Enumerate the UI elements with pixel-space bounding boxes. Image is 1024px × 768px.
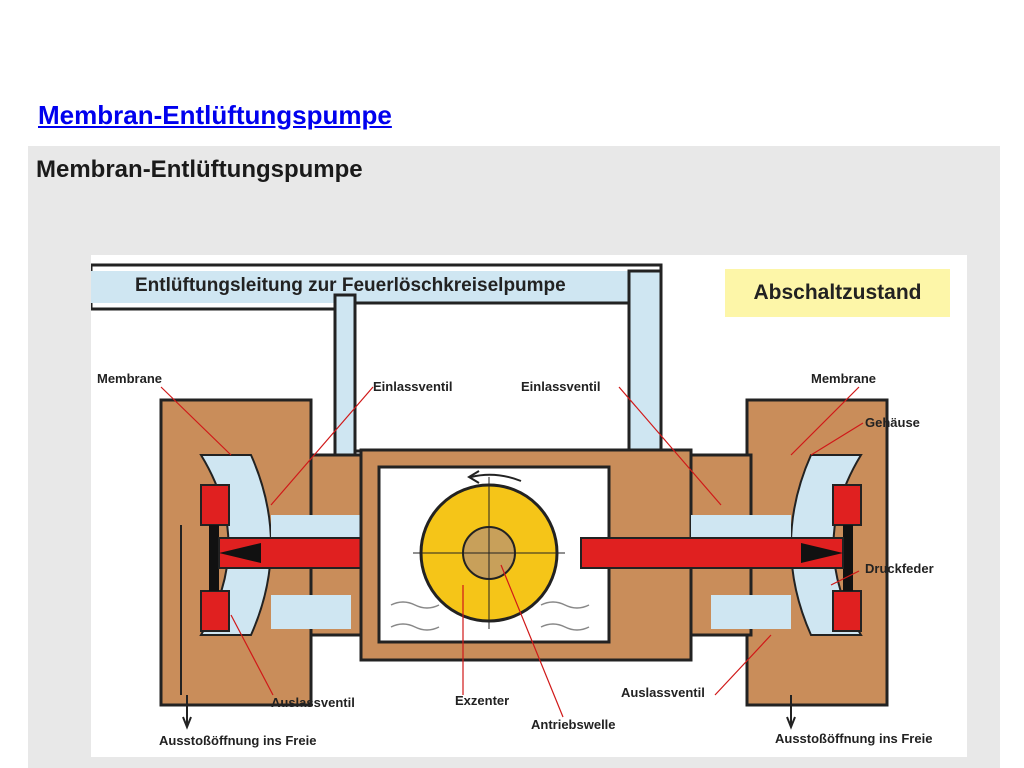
membrane-left-label: Membrane: [97, 371, 163, 386]
pump-diagram-svg: [91, 263, 889, 730]
eccentric-label: Exzenter: [455, 693, 510, 708]
inlet-valve-left-label: Einlassventil: [373, 379, 453, 394]
center-housing: [359, 448, 693, 662]
membrane-right-label: Membrane: [811, 371, 877, 386]
drive-shaft-label: Antriebswelle: [531, 717, 616, 732]
spring-label: Druckfeder: [865, 561, 934, 576]
inlet-valve-right-label: Einlassventil: [521, 379, 601, 394]
outlet-valve-left-label: Auslassventil: [271, 695, 355, 710]
exhaust-right-label: Ausstoßöffnung ins Freie: [775, 731, 933, 746]
vent-line-label: Entlüftungsleitung zur Feuerlöschkreisel…: [135, 275, 566, 296]
pump-diagram: Entlüftungsleitung zur Feuerlöschkreisel…: [91, 255, 967, 757]
exhaust-left-label: Ausstoßöffnung ins Freie: [159, 733, 317, 748]
panel-title: Membran-Entlüftungspumpe: [36, 156, 363, 183]
leader-lines: [160, 386, 864, 718]
housing-label: Gehäuse: [865, 415, 920, 430]
slide-panel: Membran-Entlüftungspumpe: [28, 146, 1000, 768]
outlet-valve-right-label: Auslassventil: [621, 685, 705, 700]
state-badge: Abschaltzustand: [725, 269, 950, 317]
page-title-link[interactable]: Membran-Entlüftungspumpe: [38, 100, 392, 130]
